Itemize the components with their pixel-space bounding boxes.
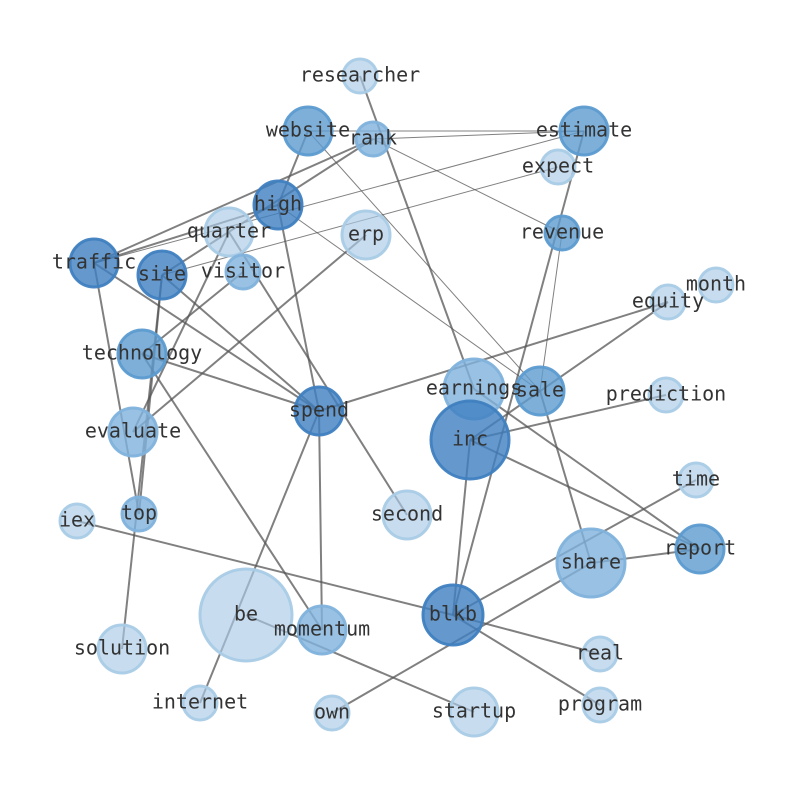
node-evaluate [107, 406, 159, 458]
node-label-revenue: revenue [520, 220, 604, 244]
node-label-evaluate: evaluate [85, 419, 181, 443]
edge-rank-traffic [93, 138, 374, 264]
edge-equity-spend [318, 301, 669, 412]
node-label-top: top [121, 501, 157, 525]
node-be [198, 567, 294, 663]
node-label-quarter: quarter [187, 219, 271, 243]
edge-spend-momentum [318, 410, 323, 631]
node-label-iex: iex [59, 508, 95, 532]
node-label-researcher: researcher [300, 63, 420, 87]
node-estimate [558, 105, 610, 157]
node-label-high: high [254, 192, 302, 216]
node-visitor [224, 253, 262, 291]
edge-rank-estimate [372, 130, 585, 140]
node-inc [429, 399, 511, 481]
edge-high-sale [277, 204, 541, 392]
edge-high-spend [277, 204, 320, 412]
node-internet [181, 684, 219, 722]
edge-traffic-spend [93, 262, 320, 412]
node-momentum [296, 604, 348, 656]
node-label-website: website [266, 118, 350, 142]
node-spend [293, 385, 345, 437]
node-site [136, 249, 188, 301]
edge-site-top [138, 274, 163, 515]
node-label-be: be [234, 602, 258, 626]
node-revenue [543, 214, 581, 252]
node-quarter [203, 206, 255, 258]
node-label-rank: rank [349, 126, 397, 150]
node-label-time: time [672, 467, 720, 491]
node-label-sale: sale [516, 378, 564, 402]
node-top [120, 495, 158, 533]
node-label-share: share [561, 550, 621, 574]
node-share [555, 527, 627, 599]
node-high [252, 179, 304, 231]
node-label-prediction: prediction [606, 382, 726, 406]
edge-website-sale [307, 130, 541, 392]
node-label-program: program [558, 692, 642, 716]
node-label-solution: solution [74, 636, 170, 660]
node-label-month: month [686, 272, 746, 296]
edge-inc-report [469, 439, 701, 550]
node-label-traffic: traffic [52, 250, 136, 274]
node-prediction [647, 376, 685, 414]
node-real [581, 635, 619, 673]
node-second [381, 489, 433, 541]
node-expect [539, 148, 577, 186]
node-erp [340, 209, 392, 261]
node-program [581, 686, 619, 724]
edge-technology-momentum [141, 353, 323, 631]
node-sale [514, 365, 566, 417]
node-traffic [68, 237, 120, 289]
node-website [282, 105, 334, 157]
node-researcher [341, 57, 379, 95]
node-label-own: own [314, 700, 350, 724]
node-label-visitor: visitor [201, 259, 285, 283]
edge-traffic-top [93, 262, 140, 515]
node-label-estimate: estimate [536, 118, 632, 142]
edge-estimate-traffic [93, 130, 585, 264]
node-label-startup: startup [432, 699, 516, 723]
node-blkb [421, 583, 485, 647]
node-label-second: second [371, 502, 443, 526]
edge-rank-revenue [372, 138, 563, 234]
node-label-earnings: earnings [426, 376, 522, 400]
edge-revenue-sale [539, 232, 563, 392]
node-label-equity: equity [632, 289, 704, 313]
node-label-expect: expect [522, 154, 594, 178]
node-equity [649, 283, 687, 321]
node-label-erp: erp [348, 222, 384, 246]
node-label-spend: spend [289, 398, 349, 422]
node-time [677, 461, 715, 499]
edge-iex-blkb [76, 520, 454, 616]
node-label-site: site [138, 262, 186, 286]
edge-technology-spend [141, 353, 320, 412]
edge-site-spend [161, 274, 320, 412]
node-report [674, 523, 726, 575]
node-solution [96, 623, 148, 675]
node-startup [448, 686, 500, 738]
nodes-layer [58, 57, 735, 738]
edge-earnings-report [473, 388, 701, 550]
node-technology [116, 328, 168, 380]
edge-estimate-blkb [452, 130, 585, 616]
node-label-technology: technology [82, 341, 202, 365]
node-label-inc: inc [452, 427, 488, 451]
node-label-blkb: blkb [429, 602, 477, 626]
node-label-internet: internet [152, 690, 248, 714]
node-month [697, 266, 735, 304]
node-label-report: report [664, 536, 736, 560]
node-rank [354, 120, 392, 158]
node-own [313, 694, 351, 732]
node-label-momentum: momentum [274, 617, 370, 641]
node-iex [58, 502, 96, 540]
node-label-real: real [576, 641, 624, 665]
